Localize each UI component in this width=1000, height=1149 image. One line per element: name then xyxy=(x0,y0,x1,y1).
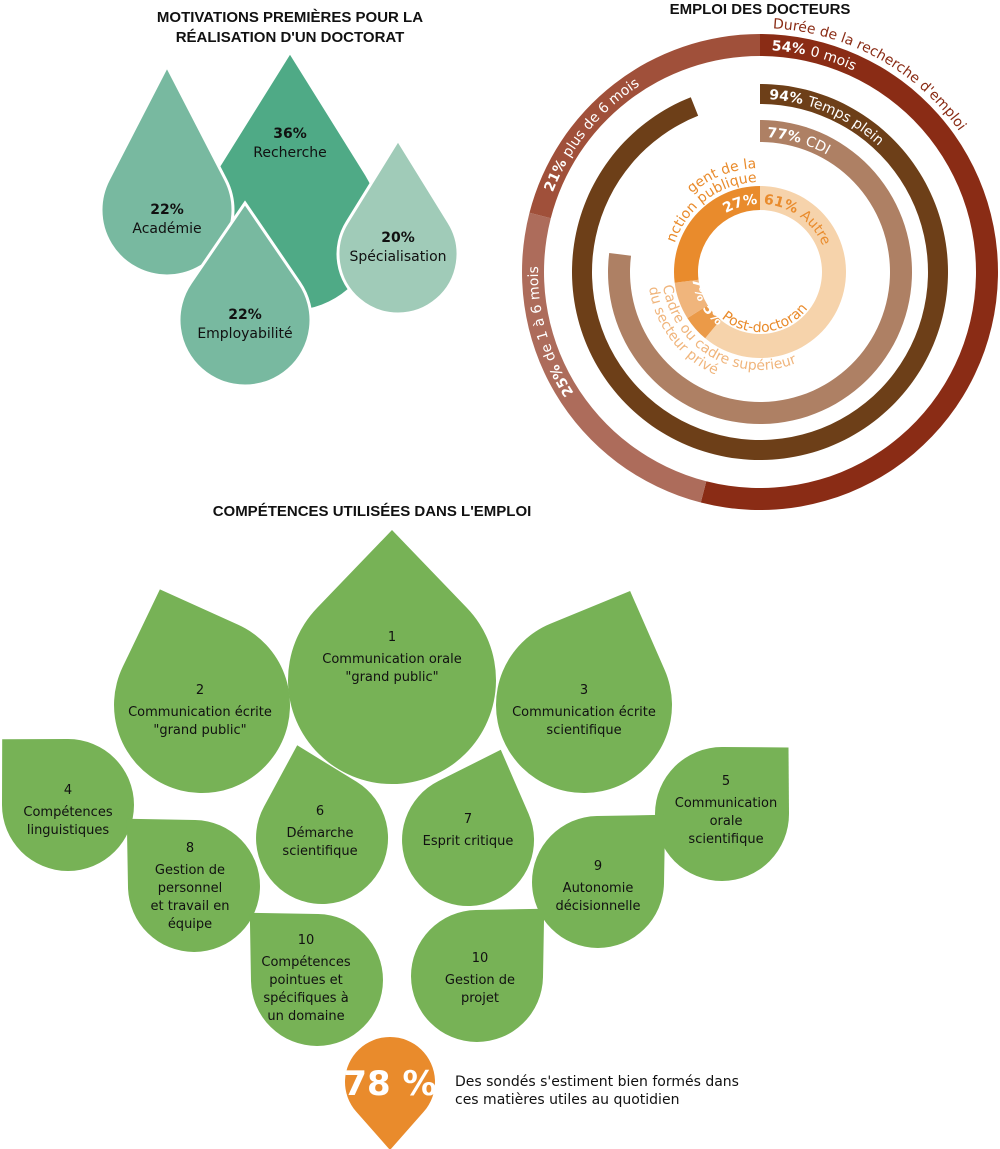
ring-statut-segment xyxy=(687,305,721,339)
skill-rank: 10 xyxy=(472,951,489,966)
motivation-drop-academie xyxy=(99,62,235,278)
summary-percentage: 78 % xyxy=(343,1064,436,1104)
skill-label-line: Communication écrite xyxy=(128,705,272,720)
skill-label-line: équipe xyxy=(168,917,212,932)
ring-statut-segment xyxy=(705,186,847,358)
skill-rank: 1 xyxy=(388,630,396,645)
skill-label-line: Compétences xyxy=(23,805,112,820)
skill-label-line: Esprit critique xyxy=(423,834,514,849)
competences-title: COMPÉTENCES UTILISÉES DANS L'EMPLOI xyxy=(213,503,532,520)
summary-text-line: ces matières utiles au quotidien xyxy=(455,1092,679,1108)
motivations-section: MOTIVATIONS PREMIÈRES POUR LA RÉALISATION… xyxy=(99,9,460,388)
ring-statut-segment xyxy=(674,279,708,319)
skill-drop-shape xyxy=(1,738,134,871)
skill-label-line: orale xyxy=(710,814,743,829)
skill-label-line: un domaine xyxy=(267,1009,344,1024)
skill-drop-shape xyxy=(532,814,666,948)
skill-drop-shape xyxy=(249,912,383,1046)
skill-label-line: scientifique xyxy=(688,832,763,847)
competences-section: COMPÉTENCES UTILISÉES DANS L'EMPLOI 1Comm… xyxy=(1,503,790,1149)
skill-rank: 8 xyxy=(186,841,194,856)
skill-label-line: "grand public" xyxy=(153,723,246,738)
skill-rank: 9 xyxy=(594,859,602,874)
ring-recherche-segment xyxy=(522,212,707,503)
ring-recherche-segment xyxy=(529,33,760,219)
skill-label-line: projet xyxy=(461,991,499,1006)
skill-label-line: Compétences xyxy=(261,955,350,970)
skill-drop-shape xyxy=(256,745,389,905)
motivation-label-employabilite: Employabilité xyxy=(197,326,292,342)
skill-label-line: scientifique xyxy=(282,844,357,859)
skill-drop-shape xyxy=(402,749,535,907)
skill-label-line: et travail en xyxy=(151,899,230,914)
skill-label-line: Communication orale xyxy=(322,652,461,667)
motivation-pct-specialisation: 20% xyxy=(381,230,415,246)
skill-drop-shape xyxy=(288,530,496,785)
skill-label-line: Gestion de xyxy=(155,863,225,878)
motivation-pct-academie: 22% xyxy=(150,202,184,218)
motivations-title-line2: RÉALISATION D'UN DOCTORAT xyxy=(176,29,405,46)
skill-label-line: pointues et xyxy=(269,973,342,988)
skill-rank: 6 xyxy=(316,804,324,819)
skill-drop-shape xyxy=(126,818,260,952)
skill-label-line: Gestion de xyxy=(445,973,515,988)
skill-rank: 3 xyxy=(580,683,588,698)
motivation-pct-recherche: 36% xyxy=(273,126,307,142)
skill-drop-shape xyxy=(411,908,545,1042)
skill-label-line: Communication écrite xyxy=(512,705,656,720)
skill-rank: 7 xyxy=(464,812,472,827)
motivation-pct-employabilite: 22% xyxy=(228,307,262,323)
ring-cdi xyxy=(608,120,912,425)
skill-label-line: linguistiques xyxy=(27,823,110,838)
skill-label-line: "grand public" xyxy=(345,670,438,685)
motivation-label-specialisation: Spécialisation xyxy=(349,249,446,265)
motivation-drop-employabilite xyxy=(177,200,313,388)
skill-label-line: scientifique xyxy=(546,723,621,738)
skill-label-line: Démarche xyxy=(286,826,353,841)
emploi-title: EMPLOI DES DOCTEURS xyxy=(670,1,851,18)
skill-rank: 4 xyxy=(64,783,72,798)
skill-rank: 10 xyxy=(298,933,315,948)
skill-drop-shape xyxy=(114,589,291,794)
skill-label-line: personnel xyxy=(158,881,222,896)
skill-rank: 2 xyxy=(196,683,204,698)
motivations-title-line1: MOTIVATIONS PREMIÈRES POUR LA xyxy=(157,9,423,26)
skill-drop-shape xyxy=(495,591,672,794)
label-cadre-pct: 7% xyxy=(688,277,710,303)
motivation-label-recherche: Recherche xyxy=(253,145,327,161)
motivation-drop-specialisation xyxy=(336,137,460,316)
summary-text-line: Des sondés s'estiment bien formés dans xyxy=(455,1074,739,1090)
summary-drop xyxy=(345,1037,435,1149)
ring-statut-segment xyxy=(674,186,760,283)
skill-drop-shape xyxy=(655,746,790,881)
skill-label-line: Autonomie xyxy=(563,881,634,896)
skill-label-line: spécifiques à xyxy=(263,991,348,1006)
skill-label-line: décisionnelle xyxy=(555,899,640,914)
skill-rank: 5 xyxy=(722,774,730,789)
motivation-label-academie: Académie xyxy=(132,221,201,237)
skill-label-line: Communication xyxy=(675,796,777,811)
